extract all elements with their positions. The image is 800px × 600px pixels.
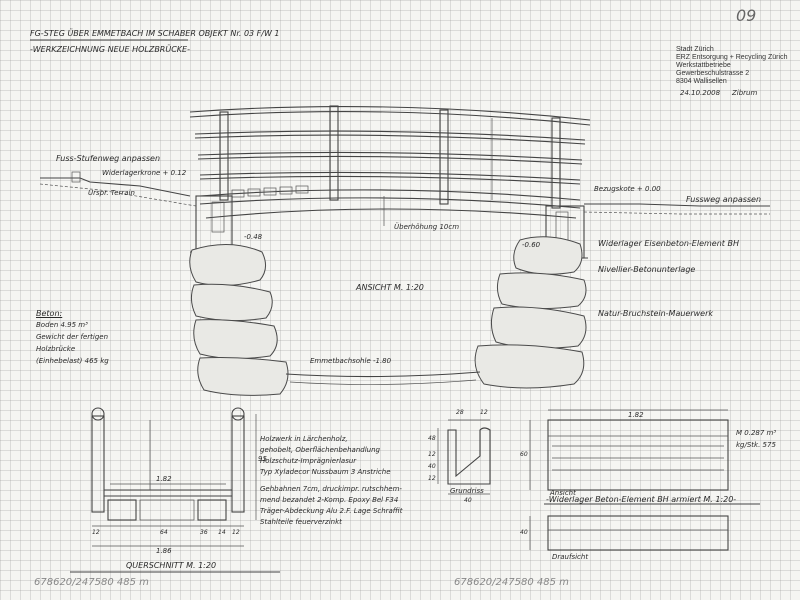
cross-section bbox=[70, 407, 280, 573]
gehbahnen-line: mend bezandet 2-Komp. Epoxy Bel F34 bbox=[260, 496, 399, 504]
label-ansicht: ANSICHT M. 1:20 bbox=[356, 283, 424, 292]
holzwerk-line: Holzwerk in Lärchenholz, bbox=[260, 435, 348, 443]
stamp-line: ERZ Entsorgung + Recycling Zürich bbox=[676, 54, 788, 61]
stamp-line: Stadt Zürich bbox=[676, 46, 714, 53]
gehbahnen-line: Gehbahnen 7cm, druckimpr. rutschhem- bbox=[260, 485, 402, 493]
dim-q-height: 95 bbox=[258, 455, 267, 463]
label-neg-048: -0.48 bbox=[244, 233, 263, 241]
label-urspr-terrain: Urspr. Terrain bbox=[88, 189, 135, 197]
label-fussweg: Fussweg anpassen bbox=[686, 195, 762, 204]
beton-line: Holzbrücke bbox=[36, 345, 76, 353]
office-stamp: Stadt Zürich ERZ Entsorgung + Recycling … bbox=[676, 46, 787, 86]
label-bezugskote: Bezugskote + 0.00 bbox=[594, 185, 661, 193]
label-neg-060: -0.60 bbox=[522, 241, 541, 249]
label-draufsicht: Draufsicht bbox=[552, 553, 589, 561]
dim-el-h: 60 bbox=[520, 451, 528, 458]
label-widerlager: Widerlager Eisenbeton-Element BH bbox=[598, 239, 739, 248]
stamp-date: 24.10.2008 bbox=[680, 89, 721, 97]
sheet-number: 09 bbox=[736, 6, 757, 25]
dim-q-total: 1.86 bbox=[156, 547, 172, 555]
dim-el-side: 12 bbox=[428, 451, 436, 458]
dim-el-bottom: 40 bbox=[464, 497, 472, 504]
dim-el-len: 1.82 bbox=[628, 411, 644, 419]
bridge-elevation bbox=[39, 105, 770, 259]
label-widerlager-element: -Widerlager Beton-Element BH armiert M. … bbox=[546, 495, 737, 504]
stamp-line: Gewerbeschulstrasse 2 bbox=[676, 70, 750, 77]
dim-q-bottom: 64 bbox=[160, 529, 168, 536]
label-ueberhoehung: Überhöhung 10cm bbox=[394, 223, 460, 231]
gehbahnen-line: Träger-Abdeckung Alu 2.F. Lage Schraffit bbox=[260, 507, 403, 515]
coordinates-right: 678620/247580 485 m bbox=[454, 577, 569, 588]
dim-el-side: 48 bbox=[428, 435, 436, 442]
drawing-subtitle: -WERKZEICHNUNG NEUE HOLZBRÜCKE- bbox=[30, 45, 190, 54]
beton-line: Boden 4.95 m³ bbox=[36, 321, 88, 329]
dim-q-bottom: 12 bbox=[232, 529, 240, 536]
dim-el-side: 40 bbox=[428, 463, 436, 470]
label-widerlagerkrone: Widerlagerkrone + 0.12 bbox=[102, 169, 187, 177]
beton-title: Beton: bbox=[36, 309, 63, 318]
label-mauerwerk: Natur-Bruchstein-Mauerwerk bbox=[598, 309, 714, 318]
gehbahnen-line: Stahlteile feuerverzinkt bbox=[260, 518, 342, 526]
label-nivellier: Nivellier-Betonunterlage bbox=[598, 265, 696, 274]
dim-el-top: 28 bbox=[456, 409, 464, 416]
holzwerk-line: Typ Xyladecor Nussbaum 3 Anstriche bbox=[260, 468, 391, 476]
label-querschnitt: QUERSCHNITT M. 1:20 bbox=[126, 561, 217, 570]
stamp-signature: Zibrum bbox=[732, 89, 758, 97]
stone-walls bbox=[189, 236, 587, 396]
element-detail bbox=[437, 419, 491, 495]
dim-el-h2: 40 bbox=[520, 529, 528, 536]
beton-line: (Einhebelast) 465 kg bbox=[36, 357, 109, 365]
label-volumen: M 0.287 m³ bbox=[736, 429, 777, 437]
drawing-title: FG-STEG ÜBER EMMETBACH IM SCHABER OBJEKT… bbox=[30, 29, 280, 38]
coordinates-left: 678620/247580 485 m bbox=[34, 577, 149, 588]
holzwerk-line: gehobelt, Oberflächenbehandlung bbox=[260, 446, 380, 454]
dim-el-top: 12 bbox=[480, 409, 488, 416]
dim-q-bottom: 36 bbox=[200, 529, 208, 536]
label-gewicht: kg/Stk. 575 bbox=[736, 441, 776, 449]
holzwerk-line: Holzschutz-Imprägnierlasur bbox=[260, 457, 357, 465]
dim-q-width: 1.82 bbox=[156, 475, 172, 483]
element-plan bbox=[529, 515, 729, 551]
element-elevation bbox=[529, 409, 729, 491]
label-ansicht-small: Ansicht bbox=[550, 489, 576, 497]
label-grundriss: Grundriss bbox=[450, 487, 484, 495]
beton-line: Gewicht der fertigen bbox=[36, 333, 109, 341]
dim-el-side: 12 bbox=[428, 475, 436, 482]
label-fuss-stufenweg: Fuss-Stufenweg anpassen bbox=[56, 154, 161, 163]
dim-q-bottom: 12 bbox=[92, 529, 100, 536]
stamp-line: 8304 Wallisellen bbox=[676, 78, 727, 85]
dim-q-bottom: 14 bbox=[218, 529, 226, 536]
label-emmetbachsohle: Emmetbachsohle -1.80 bbox=[310, 357, 392, 365]
stamp-line: Werkstattbetriebe bbox=[676, 62, 731, 69]
